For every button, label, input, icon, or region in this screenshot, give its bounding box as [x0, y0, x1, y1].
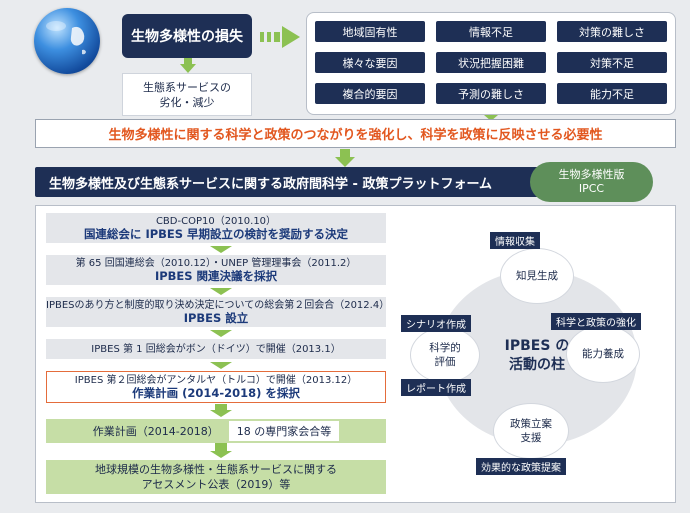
expert-meetings-badge: 18 の専門家会合等: [228, 421, 340, 441]
assessment-line2: アセスメント公表（2019）等: [141, 478, 291, 491]
issue-cell: 複合的要因: [315, 83, 425, 104]
timeline-step-line1: IPBES 第２回総会がアンタルヤ（トルコ）で開催（2013.12）: [74, 375, 358, 386]
timeline-step-line2: IPBES 関連決議を採択: [154, 269, 278, 283]
down-arrow-icon: [484, 115, 498, 121]
pillar-knowledge: 知見生成: [500, 248, 574, 304]
pillar-policy-text1: 政策立案: [510, 418, 552, 430]
issue-cell: 能力不足: [557, 83, 667, 104]
down-arrow-icon: [180, 58, 196, 73]
pillars-center-line1: IPBES の: [504, 338, 570, 354]
ipcc-badge: 生物多様性版 IPCC: [530, 162, 653, 202]
pillar-capacity: 能力養成: [566, 325, 640, 383]
need-statement: 生物多様性に関する科学と政策のつながりを強化し、科学を政策に反映させる必要性: [35, 119, 676, 148]
timeline-arrow-icon: [210, 288, 232, 295]
timeline-step-line1: 第 65 回国連総会（2010.12）・UNEP 管理理事会（2011.2）: [75, 258, 357, 269]
timeline-arrow-icon: [210, 410, 232, 417]
ipcc-line2: IPCC: [578, 182, 605, 195]
down-arrow-icon: [335, 149, 355, 167]
pillar-knowledge-label: 情報収集: [490, 232, 540, 249]
timeline-arrow-icon: [210, 246, 232, 253]
platform-title: 生物多様性及び生態系サービスに関する政府間科学 - 政策プラットフォーム: [49, 176, 493, 192]
issue-cell: 地域固有性: [315, 21, 425, 42]
timeline-step-line2: 国連総会に IPBES 早期設立の検討を奨励する決定: [83, 227, 349, 241]
globe-icon: [34, 8, 100, 74]
pillar-capacity-label: 科学と政策の強化: [551, 313, 641, 330]
timeline-step: 第 65 回国連総会（2010.12）・UNEP 管理理事会（2011.2） I…: [46, 255, 386, 285]
pillar-assessment: 科学的 評価: [410, 327, 480, 383]
issue-cell: 様々な要因: [315, 52, 425, 73]
timeline-step-line1: IPBESのあり方と制度的取り決め決定についての総会第２回会合（2012.4）: [46, 300, 390, 311]
ipcc-line1: 生物多様性版: [558, 168, 625, 181]
pillar-policy: 政策立案 支援: [493, 403, 569, 459]
timeline-step-line1: CBD-COP10（2010.10）: [155, 216, 277, 227]
timeline-step: CBD-COP10（2010.10） 国連総会に IPBES 早期設立の検討を奨…: [46, 213, 386, 243]
pillar-report-label: レポート作成: [401, 379, 471, 396]
timeline-arrow-stem: [215, 443, 227, 453]
timeline-step-line2: 作業計画 (2014-2018) を採択: [132, 386, 300, 400]
timeline-step: IPBESのあり方と制度的取り決め決定についての総会第２回会合（2012.4） …: [46, 297, 390, 327]
issue-cell: 状況把握困難: [436, 52, 546, 73]
biodiversity-loss-box: 生物多様性の損失: [122, 14, 252, 58]
issues-panel: 地域固有性 情報不足 対策の難しさ 様々な要因 状況把握困難 対策不足 複合的要…: [306, 12, 676, 115]
platform-title-bar: 生物多様性及び生態系サービスに関する政府間科学 - 政策プラットフォーム: [35, 167, 555, 197]
right-arrow-icon: [260, 26, 300, 48]
ecosystem-degradation-box: 生態系サービスの 劣化・減少: [122, 73, 252, 116]
timeline-step-highlight: IPBES 第２回総会がアンタルヤ（トルコ）で開催（2013.12） 作業計画 …: [46, 371, 386, 403]
workplan-text: 作業計画（2014-2018）: [92, 425, 219, 438]
timeline-arrow-icon: [210, 330, 232, 337]
pillar-policy-label: 効果的な政策提案: [476, 458, 566, 475]
timeline-arrow-icon: [210, 451, 232, 458]
timeline-step-line1: IPBES 第 1 回総会がボン（ドイツ）で開催（2013.1）: [91, 343, 341, 355]
pillar-assessment-text2: 評価: [434, 356, 456, 368]
issue-cell: 対策不足: [557, 52, 667, 73]
timeline-arrow-stem: [215, 404, 227, 412]
pillar-scenario-label: シナリオ作成: [401, 315, 471, 332]
issue-cell: 情報不足: [436, 21, 546, 42]
timeline-step-line2: IPBES 設立: [183, 311, 249, 325]
pillar-capacity-text: 能力養成: [582, 348, 624, 360]
assessment-line1: 地球規模の生物多様性・生態系サービスに関する: [95, 463, 337, 476]
biodiversity-loss-title: 生物多様性の損失: [131, 29, 243, 45]
timeline-arrow-icon: [210, 362, 232, 369]
workplan-step: 作業計画（2014-2018） 18 の専門家会合等: [46, 419, 386, 443]
ecosystem-line1: 生態系サービスの: [143, 80, 231, 94]
pillar-assessment-text1: 科学的: [429, 342, 461, 354]
pillar-knowledge-text: 知見生成: [516, 270, 558, 282]
pillar-policy-text2: 支援: [520, 432, 542, 444]
timeline-step: IPBES 第 1 回総会がボン（ドイツ）で開催（2013.1）: [46, 339, 386, 359]
pillars-center: IPBES の 活動の柱: [477, 337, 597, 375]
ecosystem-line2: 劣化・減少: [159, 95, 215, 109]
issue-cell: 対策の難しさ: [557, 21, 667, 42]
assessment-step: 地球規模の生物多様性・生態系サービスに関する アセスメント公表（2019）等: [46, 460, 386, 494]
pillars-center-line2: 活動の柱: [509, 357, 565, 373]
issue-cell: 予測の難しさ: [436, 83, 546, 104]
